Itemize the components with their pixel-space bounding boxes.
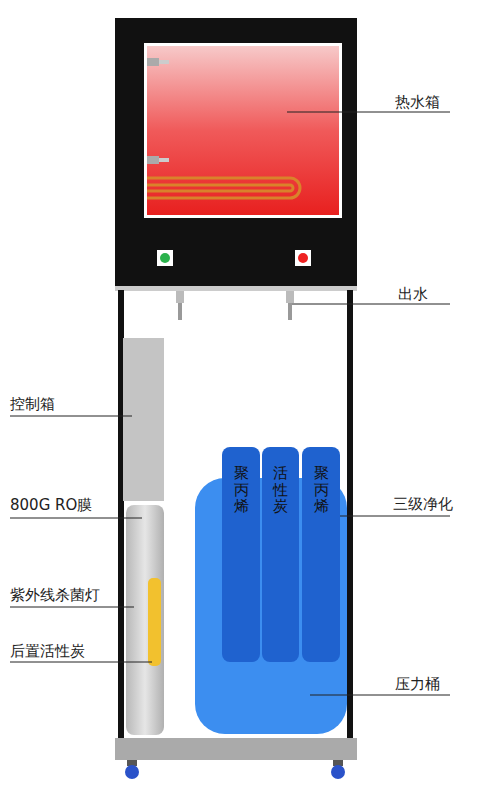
- part-label: 出水: [398, 285, 428, 303]
- part-label: 紫外线杀菌灯: [10, 586, 100, 604]
- part-label: 800G RO膜: [10, 496, 92, 514]
- filter-label: 聚丙烯: [234, 465, 249, 515]
- filter-label: 聚丙烯: [314, 465, 329, 515]
- filter-cartridge: 聚丙烯: [302, 447, 340, 662]
- filter-label: 活性炭: [273, 465, 288, 515]
- part-label: 三级净化: [393, 495, 453, 513]
- part-label: 热水箱: [395, 93, 440, 111]
- part-label: 控制箱: [10, 395, 55, 413]
- part-label: 后置活性炭: [10, 642, 85, 660]
- filter-cartridge: 活性炭: [262, 447, 299, 662]
- part-label: 压力桶: [395, 675, 440, 693]
- filter-cartridge: 聚丙烯: [222, 447, 260, 662]
- leader-lines: [10, 112, 450, 695]
